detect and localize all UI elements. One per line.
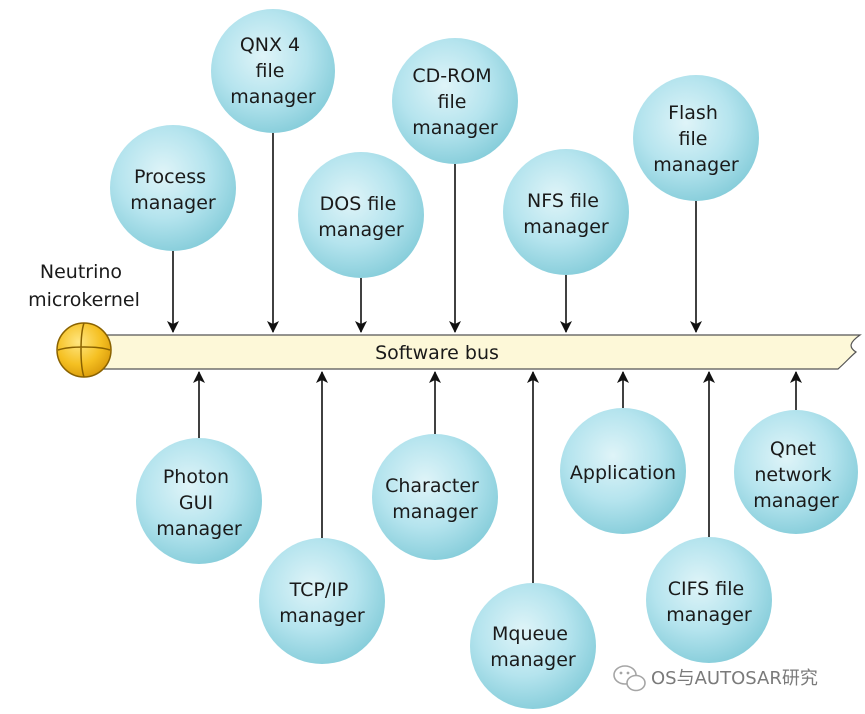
tcpip-manager-line-1: TCP/IP xyxy=(289,579,349,601)
nfs-file-manager-line-1: NFS file xyxy=(527,190,599,212)
tcpip-manager-label: TCP/IP manager xyxy=(279,579,365,627)
software-bus: Software bus xyxy=(83,334,862,370)
qnx4-file-manager-bubble xyxy=(211,9,335,133)
microkernel-seams xyxy=(57,322,111,378)
microkernel-sphere xyxy=(56,322,112,378)
flash-file-manager-line-1: Flash xyxy=(668,102,718,124)
tcpip-manager-line-2: manager xyxy=(279,605,365,627)
tcpip-manager-bubble xyxy=(259,538,385,664)
neutrino-microkernel: Neutrino microkernel xyxy=(28,261,140,378)
process-manager-line-2: manager xyxy=(130,192,216,214)
flash-file-manager-line-3: manager xyxy=(653,154,739,176)
mqueue-manager-line-1: Mqueue xyxy=(492,623,568,645)
dos-file-manager-label: DOS file manager xyxy=(318,193,404,241)
character-manager-line-2: manager xyxy=(392,501,478,523)
node-nfs-file-manager: NFS file manager xyxy=(503,149,629,333)
watermark-text: OS与AUTOSAR研究 xyxy=(651,668,818,689)
node-application: Application xyxy=(560,371,686,534)
photon-gui-manager-line-2: GUI xyxy=(179,492,213,514)
application-bubble xyxy=(560,408,686,534)
qnet-network-manager-line-1: Qnet xyxy=(770,438,816,460)
wechat-icon xyxy=(613,665,646,692)
flash-file-manager-line-2: file xyxy=(679,128,708,150)
node-photon-gui-manager: Photon GUI manager xyxy=(136,371,262,564)
dos-file-manager-bubble xyxy=(298,152,424,278)
software-bus-shape xyxy=(83,334,862,370)
qnx4-file-manager-line-2: file xyxy=(256,60,285,82)
mqueue-manager-bubble xyxy=(470,583,596,709)
nfs-file-manager-label: NFS file manager xyxy=(523,190,609,238)
watermark: OS与AUTOSAR研究 xyxy=(613,665,818,692)
photon-gui-manager-line-3: manager xyxy=(156,518,242,540)
flash-file-manager-label: Flash file manager xyxy=(653,102,739,176)
process-manager-bubble xyxy=(110,125,236,251)
cdrom-file-manager-label: CD-ROM file manager xyxy=(412,65,498,139)
node-cifs-file-manager: CIFS file manager xyxy=(646,371,772,663)
cdrom-file-manager-bubble xyxy=(392,38,518,164)
qnet-network-manager-line-2: network xyxy=(754,464,831,486)
dos-file-manager-line-1: DOS file xyxy=(320,193,397,215)
cifs-file-manager-line-2: manager xyxy=(666,604,752,626)
application-label: Application xyxy=(570,462,676,484)
mqueue-manager-label: Mqueue manager xyxy=(490,623,576,671)
software-bus-label: Software bus xyxy=(375,342,499,364)
microkernel-label-line-2: microkernel xyxy=(28,289,140,311)
qnx4-file-manager-line-1: QNX 4 xyxy=(240,34,300,56)
cifs-file-manager-line-1: CIFS file xyxy=(668,578,745,600)
node-process-manager: Process manager xyxy=(110,125,236,333)
nfs-file-manager-line-2: manager xyxy=(523,216,609,238)
qnet-network-manager-line-3: manager xyxy=(753,490,839,512)
photon-gui-manager-line-1: Photon xyxy=(163,466,229,488)
node-tcpip-manager: TCP/IP manager xyxy=(259,371,385,664)
node-character-manager: Character manager xyxy=(372,371,498,560)
nfs-file-manager-bubble xyxy=(503,149,629,275)
cdrom-file-manager-line-1: CD-ROM xyxy=(412,65,491,87)
node-mqueue-manager: Mqueue manager xyxy=(470,371,596,709)
flash-file-manager-bubble xyxy=(633,75,759,201)
microkernel-label: Neutrino microkernel xyxy=(28,261,140,311)
process-manager-line-1: Process xyxy=(134,166,206,188)
microkernel-label-line-1: Neutrino xyxy=(40,261,122,283)
photon-gui-manager-label: Photon GUI manager xyxy=(156,466,242,540)
node-flash-file-manager: Flash file manager xyxy=(633,75,759,333)
photon-gui-manager-bubble xyxy=(136,438,262,564)
qnet-network-manager-label: Qnet network manager xyxy=(753,438,839,512)
node-qnet-network-manager: Qnet network manager xyxy=(734,371,858,534)
qnx4-file-manager-line-3: manager xyxy=(230,86,316,108)
cifs-file-manager-label: CIFS file manager xyxy=(666,578,752,626)
mqueue-manager-line-2: manager xyxy=(490,649,576,671)
dos-file-manager-line-2: manager xyxy=(318,219,404,241)
cifs-file-manager-bubble xyxy=(646,537,772,663)
qnx4-file-manager-label: QNX 4 file manager xyxy=(230,34,316,108)
cdrom-file-manager-line-3: manager xyxy=(412,117,498,139)
process-manager-label: Process manager xyxy=(130,166,216,214)
application-line-1: Application xyxy=(570,462,676,484)
character-manager-label: Character manager xyxy=(385,475,485,523)
character-manager-bubble xyxy=(372,434,498,560)
qnet-network-manager-bubble xyxy=(734,410,858,534)
node-qnx4-file-manager: QNX 4 file manager xyxy=(211,9,335,333)
character-manager-line-1: Character xyxy=(385,475,479,497)
node-dos-file-manager: DOS file manager xyxy=(298,152,424,333)
cdrom-file-manager-line-2: file xyxy=(438,91,467,113)
node-cdrom-file-manager: CD-ROM file manager xyxy=(392,38,518,333)
